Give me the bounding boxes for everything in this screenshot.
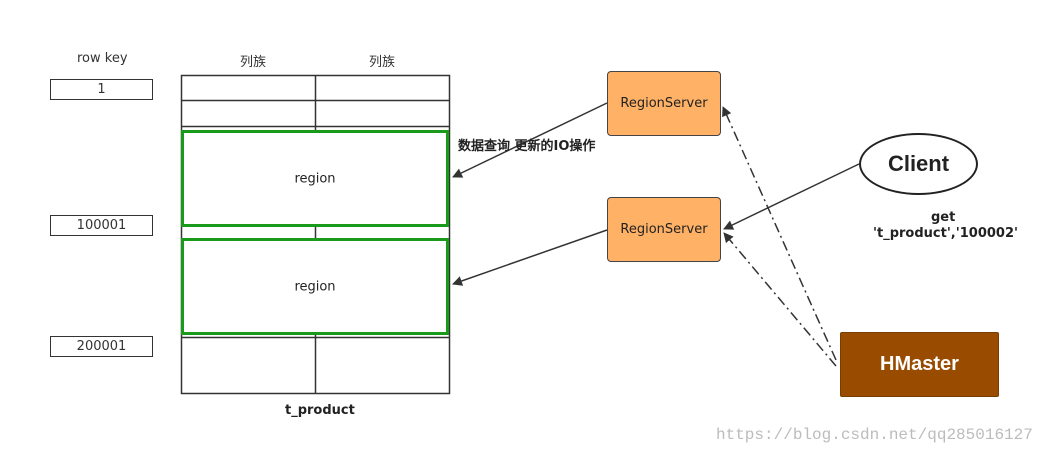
- client-request-line-1: get: [931, 210, 956, 225]
- arrow-hmaster-to-rs1: [722, 106, 837, 361]
- hmaster-label: HMaster: [880, 353, 959, 375]
- region-server-1: RegionServer: [607, 71, 721, 136]
- client-node: Client: [859, 133, 978, 195]
- region-server-2-label: RegionServer: [620, 222, 708, 237]
- arrow-rs1-to-region1: [452, 102, 608, 178]
- region-2: region: [181, 238, 449, 335]
- region-server-2: RegionServer: [607, 197, 721, 262]
- region-1: region: [181, 130, 449, 227]
- region-2-label: region: [294, 279, 336, 294]
- arrow-client-to-rs2: [723, 163, 860, 230]
- table-grid: [180, 74, 451, 395]
- client-label: Client: [887, 151, 950, 176]
- column-family-header-2: 列族: [369, 55, 396, 70]
- row-key-box-100001: 100001: [50, 215, 153, 236]
- region-server-1-label: RegionServer: [620, 96, 708, 111]
- row-key-box-1: 1: [50, 79, 153, 100]
- region-1-label: region: [294, 171, 336, 186]
- row-key-box-200001: 200001: [50, 336, 153, 357]
- io-operation-label: 数据查询 更新的IO操作: [458, 139, 596, 154]
- column-family-header-1: 列族: [240, 55, 267, 70]
- table-name: t_product: [285, 403, 355, 418]
- arrow-hmaster-to-rs2: [723, 232, 837, 367]
- arrow-rs2-to-region2: [452, 229, 608, 286]
- hmaster-node: HMaster: [840, 332, 999, 397]
- client-request-line-2: 't_product','100002': [873, 226, 1018, 241]
- watermark: https://blog.csdn.net/qq285016127: [716, 426, 1033, 444]
- row-key-header: row key: [77, 51, 128, 66]
